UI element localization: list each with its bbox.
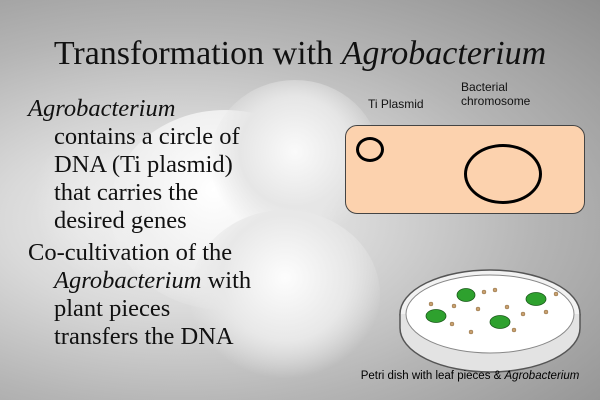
title-text: Transformation with [53,35,342,72]
bullet-item: Co-cultivation of the Agrobacterium with… [28,239,328,351]
bullet-line: that carries the [54,179,199,206]
leaf-piece [525,292,547,306]
bullet-line: contains a circle of [54,123,240,150]
bullet-list: Agrobacterium contains a circle of DNA (… [28,95,328,351]
bullet-item: Agrobacterium contains a circle of DNA (… [28,95,328,235]
bullet-line: DNA (Ti plasmid) [54,151,233,178]
caption-text: Petri dish with leaf pieces & [360,370,505,382]
bullet-italic-term: Agrobacterium [54,267,202,294]
bacterial-cell [345,125,585,214]
title-italic-text: Agrobacterium [341,35,547,72]
bullet-line: transfers the DNA [54,323,234,350]
bullet-line: Co-cultivation of the [28,239,233,266]
ti-plasmid-label: Ti Plasmid [368,97,424,111]
bullet-line: Agrobacterium [28,95,328,123]
caption-italic-text: Agrobacterium [504,370,580,382]
bullet-italic-term: Agrobacterium [28,95,176,122]
bullet-line: desired genes [54,207,187,234]
bullet-line: Agrobacterium with [28,267,328,295]
petri-dish-illustration [399,269,581,373]
slide-title: Transformation with Agrobacterium [0,35,600,73]
chromosome-label: Bacterial chromosome [461,80,530,108]
petri-dish-caption: Petri dish with leaf pieces & Agrobacter… [340,370,600,382]
chromosome-label-line: chromosome [461,94,531,108]
bullet-line-text: with [201,267,252,294]
chromosome-label-line: Bacterial [461,80,508,94]
leaf-piece [489,315,511,329]
cotton-background [190,210,380,380]
leaf-piece [425,309,447,323]
ti-plasmid-ring [356,137,384,162]
bacteria-dots [428,287,559,335]
bullet-line: plant pieces [54,295,171,322]
bacterial-chromosome-ring [464,144,542,204]
leaf-piece [456,288,476,302]
